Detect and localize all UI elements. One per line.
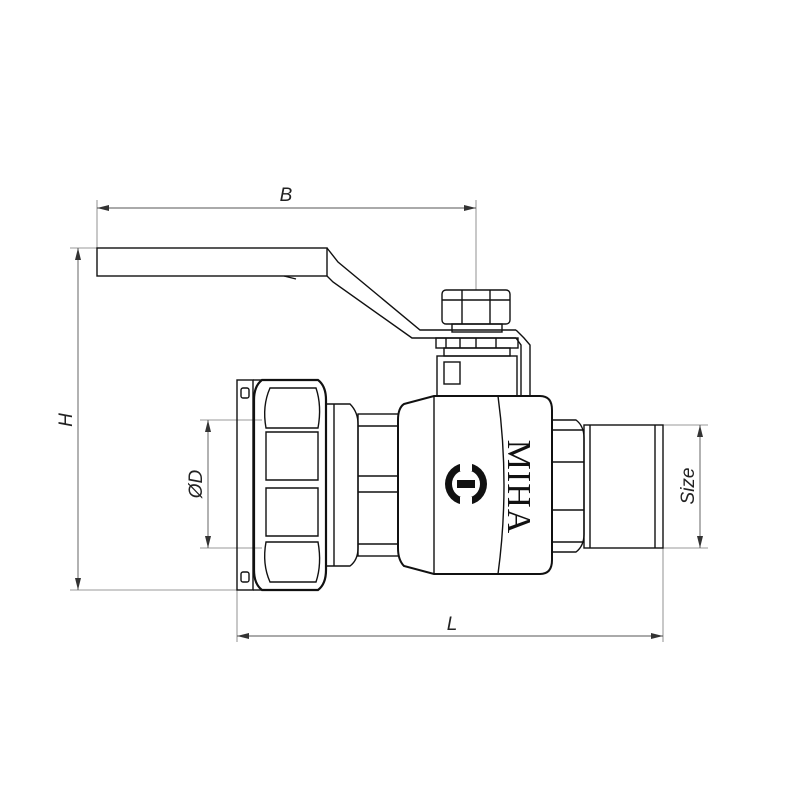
dimension-l: L [236,548,664,642]
dimension-d-label: ØD [186,469,207,499]
dimension-size-label: Size [678,468,699,505]
dimension-d: ØD [186,419,262,549]
dimension-b: B [96,185,477,290]
union-hex-nut [252,378,328,592]
dimension-l-label: L [447,614,458,635]
dimension-h-label: H [56,413,77,427]
male-thread [583,424,664,549]
tailpiece [357,413,401,557]
dimension-h: H [56,247,240,591]
union-ring [325,403,359,567]
body-collar-right [551,419,585,553]
brand-name: МІНА [500,440,537,535]
union-flange [236,379,262,591]
mim-logo-icon [445,463,487,505]
stem-nut [441,289,511,333]
stem-neck [436,355,518,397]
stem-washer [435,337,519,357]
lever-handle [96,247,531,395]
dimension-b-label: B [280,185,293,206]
dimension-size: Size [662,424,708,549]
